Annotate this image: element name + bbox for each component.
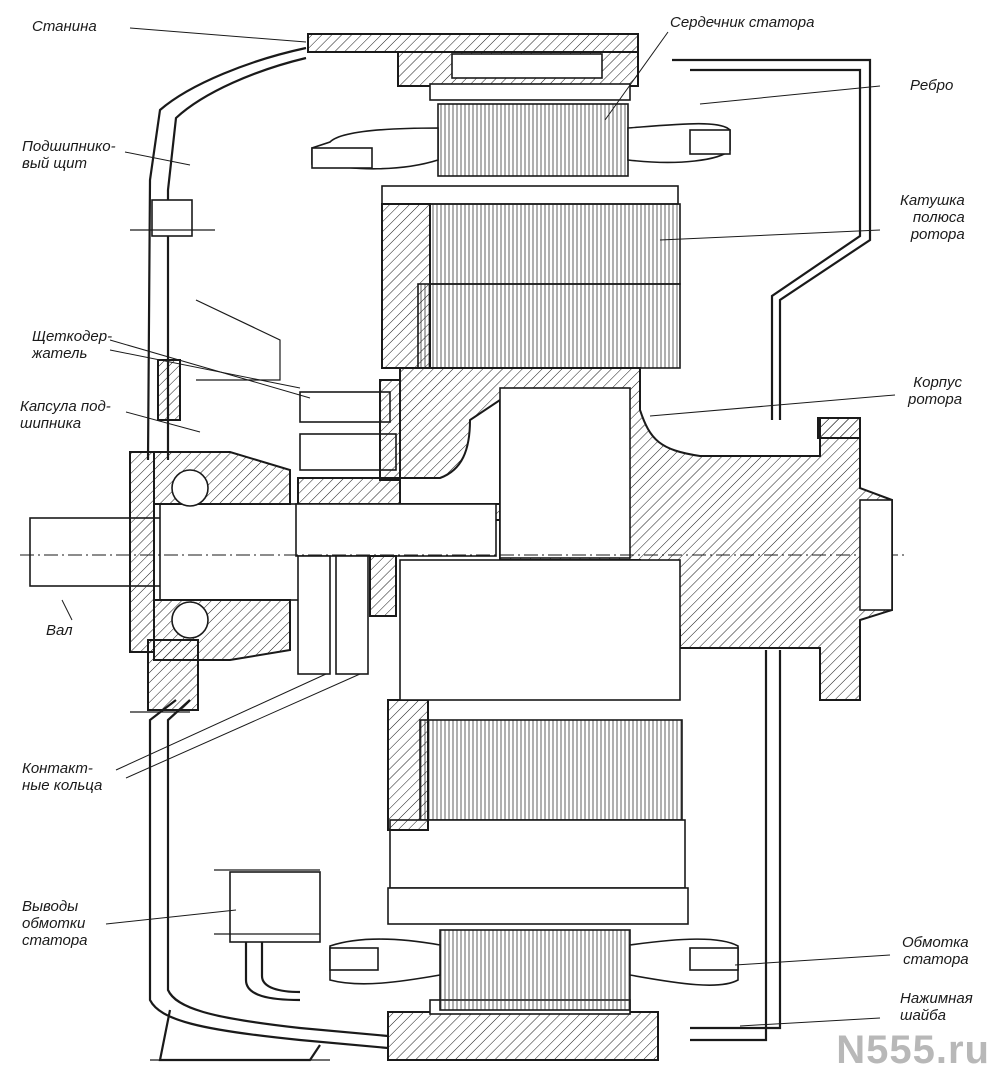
leader-lines [61, 27, 896, 1027]
stator-core-top [437, 103, 629, 177]
label-slip-rings: Контакт- ные кольца [22, 760, 103, 794]
rotor-pole-bottom [387, 699, 689, 925]
rib-casing [672, 58, 872, 420]
rotor-pole-top [381, 185, 681, 369]
stator-core-bottom [439, 929, 631, 1011]
label-stator-terminals: Выводы обмотки статора [22, 898, 88, 949]
stator-terminals [214, 869, 321, 1002]
stator-frame-top [307, 33, 639, 101]
rotor-lower-body [399, 559, 681, 701]
label-stator-core: Сердечник статора [670, 14, 815, 31]
label-bearing-capsule: Капсула под- шипника [20, 398, 111, 432]
bearing-shield [146, 46, 307, 461]
brush-holder [299, 379, 401, 481]
watermark: N555.ru [836, 1028, 990, 1072]
label-stator-winding: Обмотка статора [902, 934, 969, 968]
stator-winding-top [311, 122, 731, 170]
stator-winding-bottom [329, 938, 739, 986]
label-pressure-washer: Нажимная шайба [900, 990, 973, 1024]
mounting-foot [158, 1009, 321, 1062]
rotor-hub-bore [499, 387, 631, 559]
shaft [29, 503, 497, 601]
label-rotor-pole-coil: Катушка полюса ротора [900, 192, 965, 243]
label-rib: Ребро [910, 77, 954, 94]
bearing [129, 451, 291, 711]
label-bearing-shield: Подшипнико- вый щит [22, 138, 116, 172]
label-rotor-body: Корпус ротора [908, 374, 963, 408]
label-brush-holder: Щеткодер- жатель [32, 328, 113, 362]
slip-rings [297, 555, 397, 675]
label-stanina: Станина [32, 18, 97, 35]
label-shaft: Вал [46, 622, 73, 639]
